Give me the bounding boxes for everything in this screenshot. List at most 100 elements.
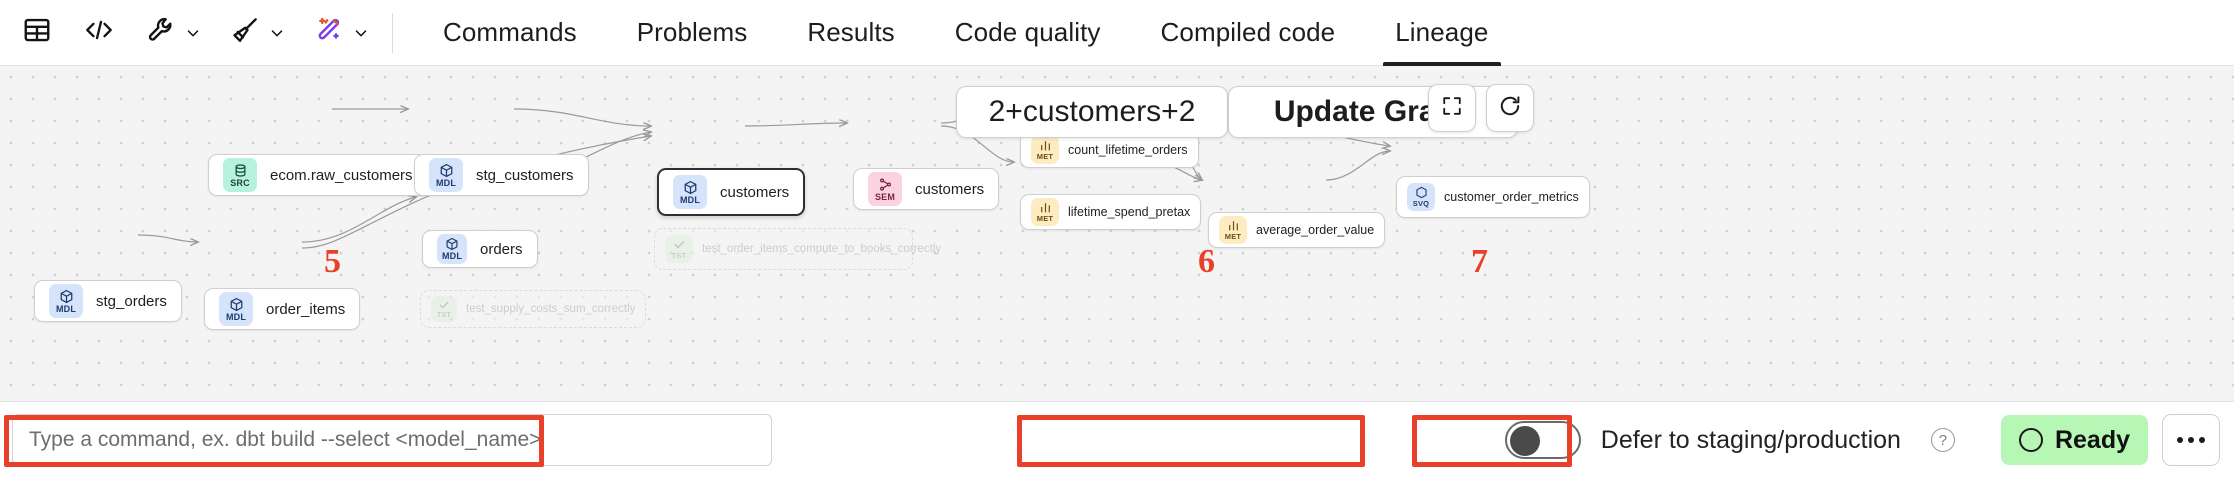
lineage-node[interactable]: MDL stg_customers [414,154,589,196]
tools-dropdown[interactable] [138,10,208,56]
lineage-node[interactable]: MET average_order_value [1208,212,1386,248]
node-label: test_supply_costs_sum_correctly [466,303,636,315]
node-label: test_order_items_compute_to_books_correc… [702,242,942,255]
metric-badge: MET [1031,198,1059,226]
badge-type-label: SEM [874,191,896,202]
wrench-icon-button[interactable] [138,10,184,56]
toolbar-icon-group [0,10,376,56]
circle-icon [2018,428,2043,452]
expand-icon-button[interactable] [1428,84,1476,132]
code-brackets-icon [83,15,115,50]
model-badge: MDL [437,234,467,264]
code-brackets-icon-button[interactable] [76,10,122,56]
selector-input[interactable]: 2+customers+2 [956,86,1228,138]
command-input-wrapper [12,414,772,466]
status-badge-label: Ready [2054,425,2130,454]
ellipsis-icon [2177,437,2205,443]
badge-type-label: MET [1036,152,1054,162]
broom-icon-button[interactable] [222,10,268,56]
magic-wand-icon-button[interactable] [306,10,352,56]
status-badge[interactable]: Ready [2000,415,2148,465]
test-badge: TST [665,235,693,263]
tab-label: Lineage [1395,17,1489,47]
node-label: ecom.raw_customers [270,166,413,184]
test-badge: TST [431,296,457,322]
badge-type-label: SVQ [1412,199,1430,209]
chevron-down-icon [352,22,376,44]
expand-icon [1441,95,1463,122]
lineage-node-selected[interactable]: MDL customers [657,168,806,216]
model-badge: MDL [673,175,707,209]
badge-type-label: SRC [230,177,250,188]
lineage-node[interactable]: SEM customers [853,168,1000,210]
tab-label: Results [807,17,895,47]
lineage-node[interactable]: SVQ customer_order_metrics [1396,176,1590,218]
badge-type-label: TST [437,312,451,319]
tab-problems[interactable]: Problems [607,0,778,66]
node-label: customers [915,180,985,198]
broom-icon [230,15,260,50]
tab-results[interactable]: Results [777,0,924,66]
tab-code-quality[interactable]: Code quality [925,0,1131,66]
wrench-icon [146,15,176,50]
selector-value: 2+customers+2 [988,95,1196,128]
lineage-node[interactable]: MDL order_items [204,288,361,330]
help-circle-icon[interactable]: ? [1930,428,1955,452]
tab-lineage[interactable]: Lineage [1365,0,1518,66]
node-label: stg_customers [476,166,574,184]
node-label: order_items [266,300,346,318]
tab-label: Code quality [954,17,1101,47]
defer-control-group: Defer to staging/production ? [1504,421,1955,459]
refresh-icon [1498,94,1522,123]
node-label: average_order_value [1256,223,1375,237]
tab-label: Compiled code [1160,17,1336,47]
chevron-down-icon [184,22,208,44]
table-grid-icon [22,15,52,50]
badge-type-label: TST [671,251,687,261]
lineage-node[interactable]: SRC ecom.raw_customers [208,154,428,196]
metric-badge: MET [1219,216,1247,244]
badge-type-label: MDL [225,311,247,322]
saved-query-badge: SVQ [1407,183,1435,211]
semantic-badge: SEM [868,172,902,206]
format-dropdown[interactable] [222,10,292,56]
tab-commands[interactable]: Commands [413,0,607,66]
tab-bar: Commands Problems Results Code quality C… [413,0,1519,66]
tab-compiled-code[interactable]: Compiled code [1131,0,1366,66]
node-label: customer_order_metrics [1444,190,1579,204]
lineage-node[interactable]: MDL orders [422,230,538,268]
node-label: orders [480,240,523,258]
badge-type-label: MDL [679,194,701,205]
defer-toggle[interactable] [1504,421,1581,459]
node-label: stg_orders [96,292,167,310]
toolbar-divider [392,12,393,53]
tab-label: Problems [636,17,748,47]
lineage-canvas[interactable]: SRC ecom.raw_customers MDL stg_customers… [0,66,2234,401]
bottom-bar-right-cluster: Defer to staging/production ? Ready [1504,414,2234,466]
toggle-knob [1509,426,1540,456]
badge-type-label: MDL [441,251,463,261]
lineage-node[interactable]: MET lifetime_spend_pretax [1020,194,1202,230]
chevron-down-icon [268,22,292,44]
refresh-icon-button[interactable] [1486,84,1534,132]
defer-label: Defer to staging/production [1600,425,1901,454]
magic-wand-icon [314,15,344,50]
status-group: Ready [2000,414,2220,466]
model-badge: MDL [49,284,83,318]
node-label: customers [720,183,790,201]
table-grid-icon-button[interactable] [14,10,60,56]
badge-type-label: MDL [55,303,77,314]
ellipsis-menu-button[interactable] [2162,414,2220,466]
lineage-node[interactable]: MDL stg_orders [34,280,182,322]
ai-assist-dropdown[interactable] [306,10,376,56]
badge-type-label: MDL [435,177,457,188]
top-toolbar: Commands Problems Results Code quality C… [0,0,2234,66]
lineage-node-test[interactable]: TST test_supply_costs_sum_correctly [420,290,647,328]
lineage-node-test[interactable]: TST test_order_items_compute_to_books_co… [654,228,942,270]
model-badge: MDL [219,292,253,326]
tab-label: Commands [443,17,577,47]
command-input[interactable] [12,414,772,466]
node-label: count_lifetime_orders [1068,143,1188,157]
bottom-bar: Defer to staging/production ? Ready [0,401,2234,478]
